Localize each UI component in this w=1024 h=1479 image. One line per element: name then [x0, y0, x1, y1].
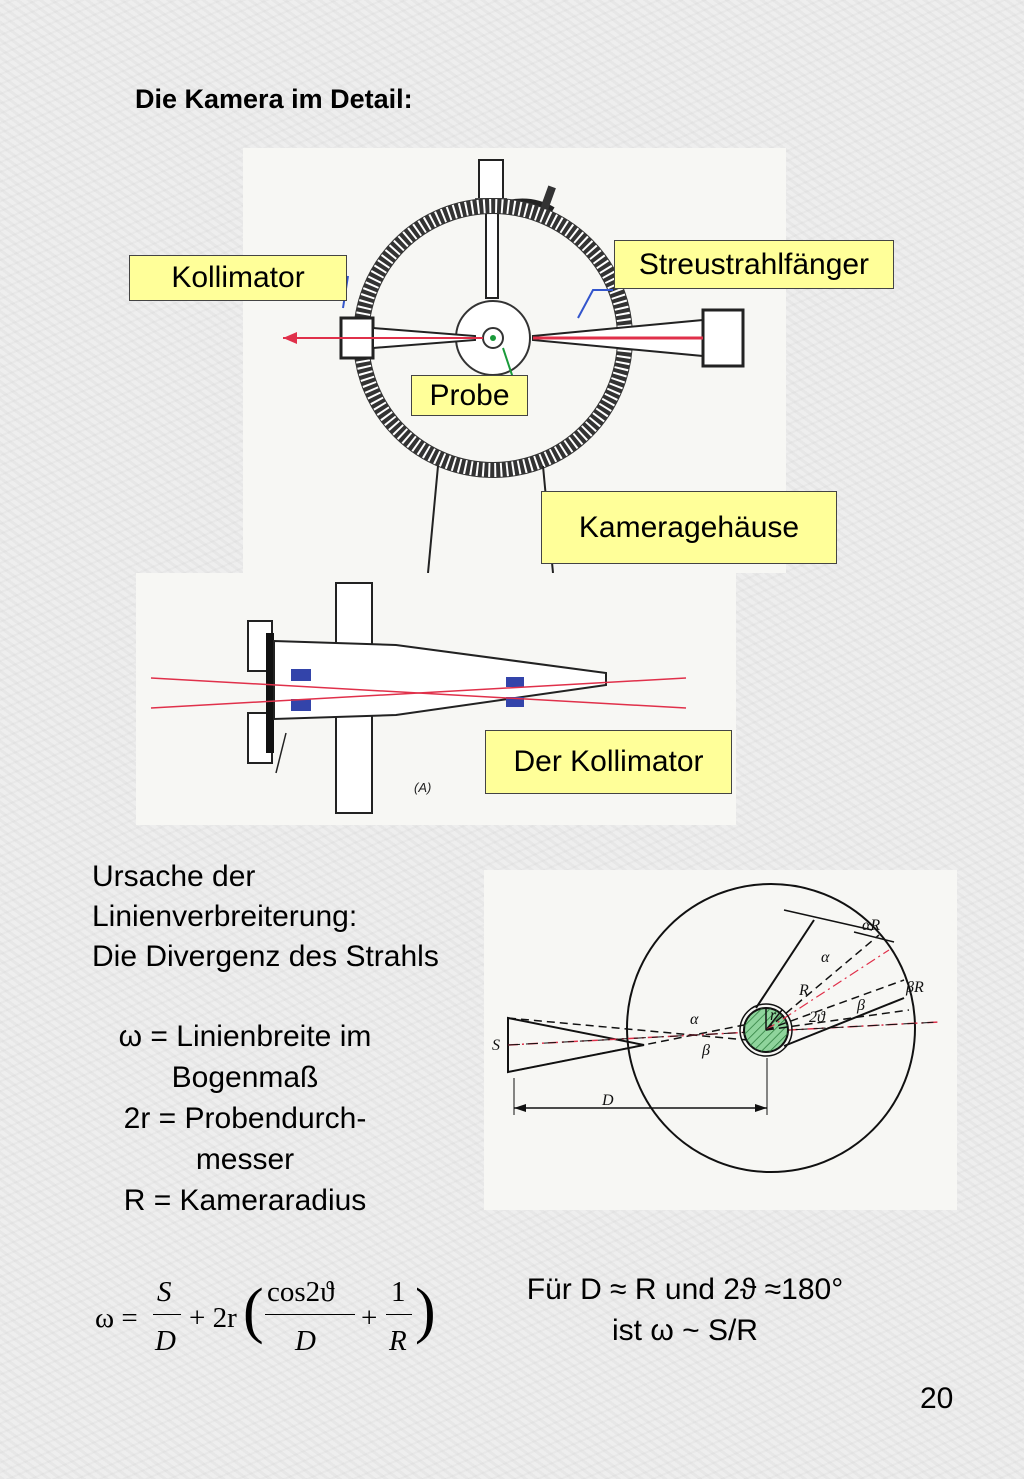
legend-line-3: 2r = Probendurch-: [123, 1102, 367, 1135]
label-kollimator: Kollimator: [129, 255, 347, 301]
line-width-formula: ω = S D + 2r ( cos2ϑ D + 1 R ): [95, 1276, 436, 1357]
diagram-label-r: r: [770, 1007, 777, 1024]
label-kameragehaeuse: Kameragehäuse: [541, 491, 837, 564]
diagram-label-betaR: βR: [905, 979, 924, 996]
formula-R: R: [389, 1325, 407, 1357]
formula-D1: D: [155, 1325, 176, 1357]
diagram-label-R: R: [798, 982, 809, 999]
diagram-label-alpha-left: α: [690, 1011, 699, 1028]
formula-one: 1: [391, 1276, 406, 1308]
divergence-geometry-drawing: αR βR α β α β 2ϑ R r S D: [484, 870, 957, 1210]
formula-plus: +: [361, 1302, 378, 1334]
diagram-label-beta: β: [856, 997, 865, 1014]
legend-line-2: Bogenmaß: [171, 1061, 319, 1094]
formula-cos: cos2ϑ: [267, 1276, 335, 1308]
cause-line-2: Linienverbreiterung:: [92, 900, 358, 933]
formula-omega: ω =: [95, 1302, 138, 1334]
diagram-label-beta-left: β: [701, 1042, 710, 1059]
page-number: 20: [920, 1382, 954, 1415]
condition-line-1: Für D ≈ R und 2ϑ ≈180°: [526, 1273, 844, 1306]
label-streustrahlfaenger: Streustrahlfänger: [614, 240, 894, 289]
diagram-label-two-theta: 2ϑ: [809, 1009, 826, 1026]
formula-S: S: [157, 1276, 172, 1308]
diagram-label-alphaR: αR: [862, 917, 880, 934]
label-probe: Probe: [411, 375, 528, 416]
collimator-figure-tag: (A): [414, 780, 431, 795]
legend-line-4: messer: [195, 1143, 295, 1176]
cause-line-3: Die Divergenz des Strahls: [92, 940, 439, 973]
condition-line-2: ist ω ~ S/R: [612, 1314, 758, 1347]
cause-text: Ursache der Linienverbreiterung: Die Div…: [92, 857, 439, 977]
diagram-label-alpha: α: [821, 949, 830, 966]
cause-line-1: Ursache der: [92, 860, 256, 893]
approximation-condition: Für D ≈ R und 2ϑ ≈180° ist ω ~ S/R: [490, 1269, 880, 1351]
diagram-label-D: D: [601, 1092, 614, 1109]
formula-D2: D: [295, 1325, 316, 1357]
legend-line-1: ω = Linienbreite im: [118, 1020, 372, 1053]
page-title: Die Kamera im Detail:: [135, 84, 413, 114]
formula-plus-2r: + 2r: [189, 1302, 237, 1334]
diagram-label-S: S: [492, 1037, 500, 1054]
legend-text: ω = Linienbreite im Bogenmaß 2r = Proben…: [80, 1016, 410, 1221]
legend-line-5: R = Kameraradius: [123, 1184, 367, 1217]
label-der-kollimator: Der Kollimator: [485, 730, 732, 794]
